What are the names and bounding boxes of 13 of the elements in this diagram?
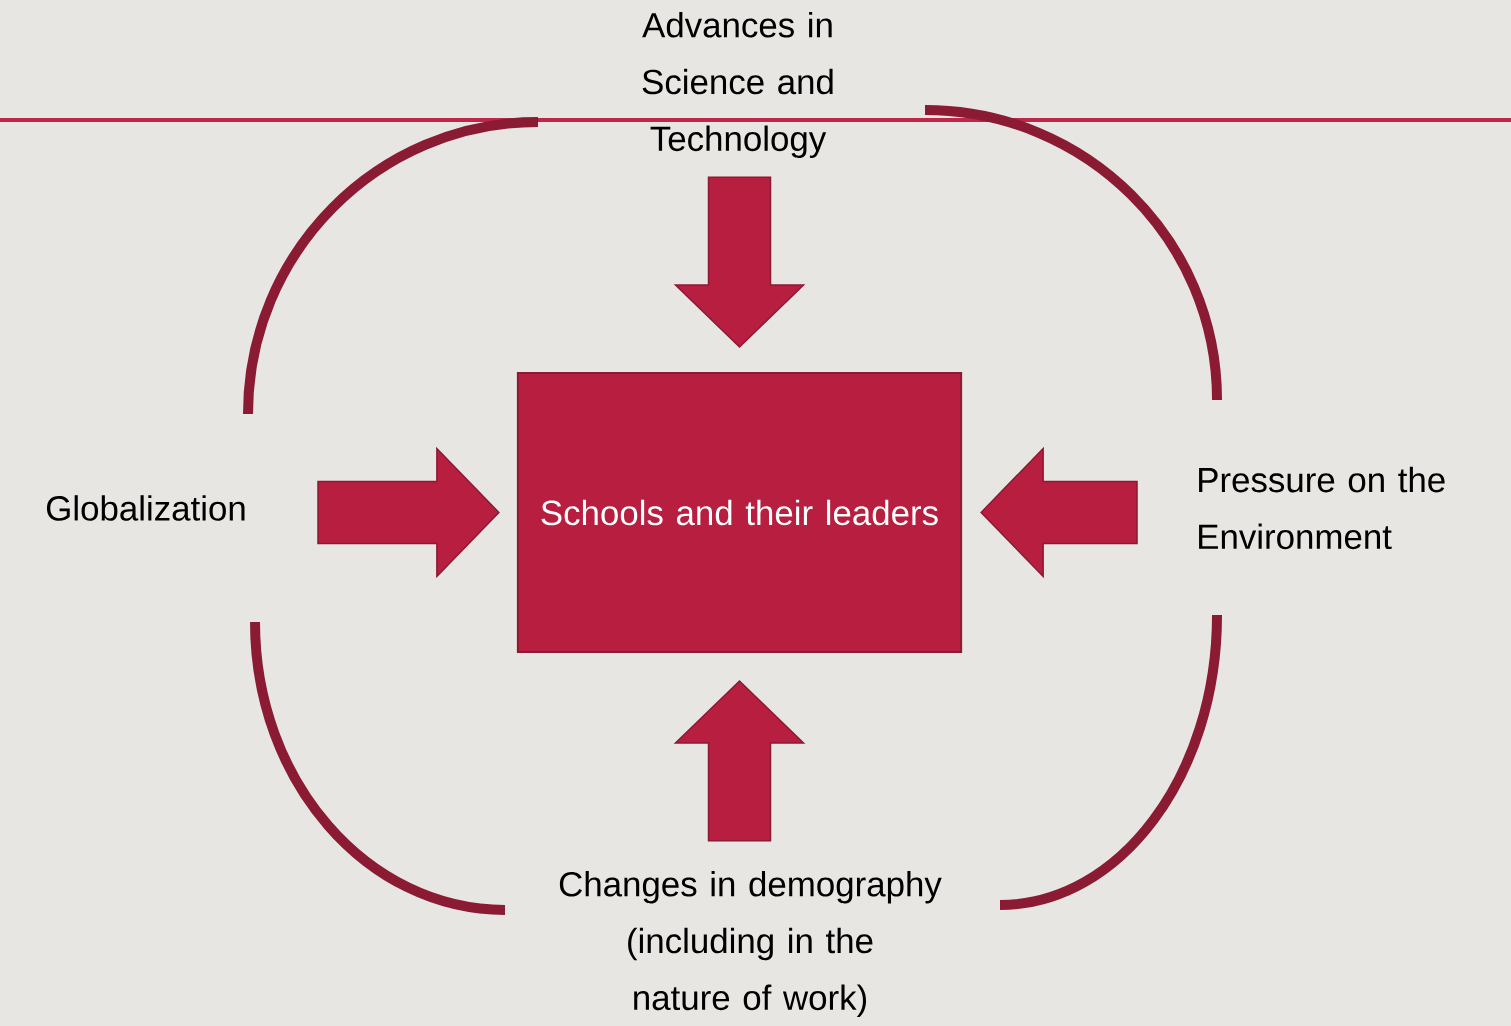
arc-connector [243, 117, 539, 415]
block-arrow [317, 446, 500, 579]
block-arrow [673, 176, 806, 349]
block-arrow [673, 679, 806, 842]
arc-connector [924, 105, 1222, 401]
factor-label: Globalization [46, 495, 245, 521]
factor-label: Changes in demography (including in the nature of work) [559, 870, 942, 1018]
arc-connector [250, 621, 506, 915]
block-arrow [980, 446, 1138, 579]
factor-label: Pressure on the Environment [1199, 466, 1445, 550]
factor-label: Advances in Science and Technology [642, 11, 833, 159]
arc-connector [999, 614, 1222, 910]
center-box: Schools and their leaders [516, 372, 963, 653]
